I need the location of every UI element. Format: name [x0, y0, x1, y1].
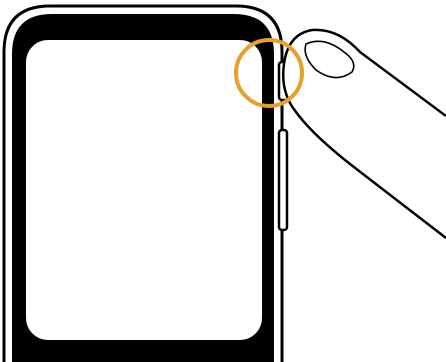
- watch-case: [2, 4, 284, 362]
- watch-screen: [26, 40, 262, 340]
- finger-outline: [282, 28, 446, 239]
- finger: [282, 28, 446, 239]
- side-button: [277, 128, 289, 232]
- highlight-ring: [234, 38, 304, 108]
- fingernail: [304, 40, 355, 79]
